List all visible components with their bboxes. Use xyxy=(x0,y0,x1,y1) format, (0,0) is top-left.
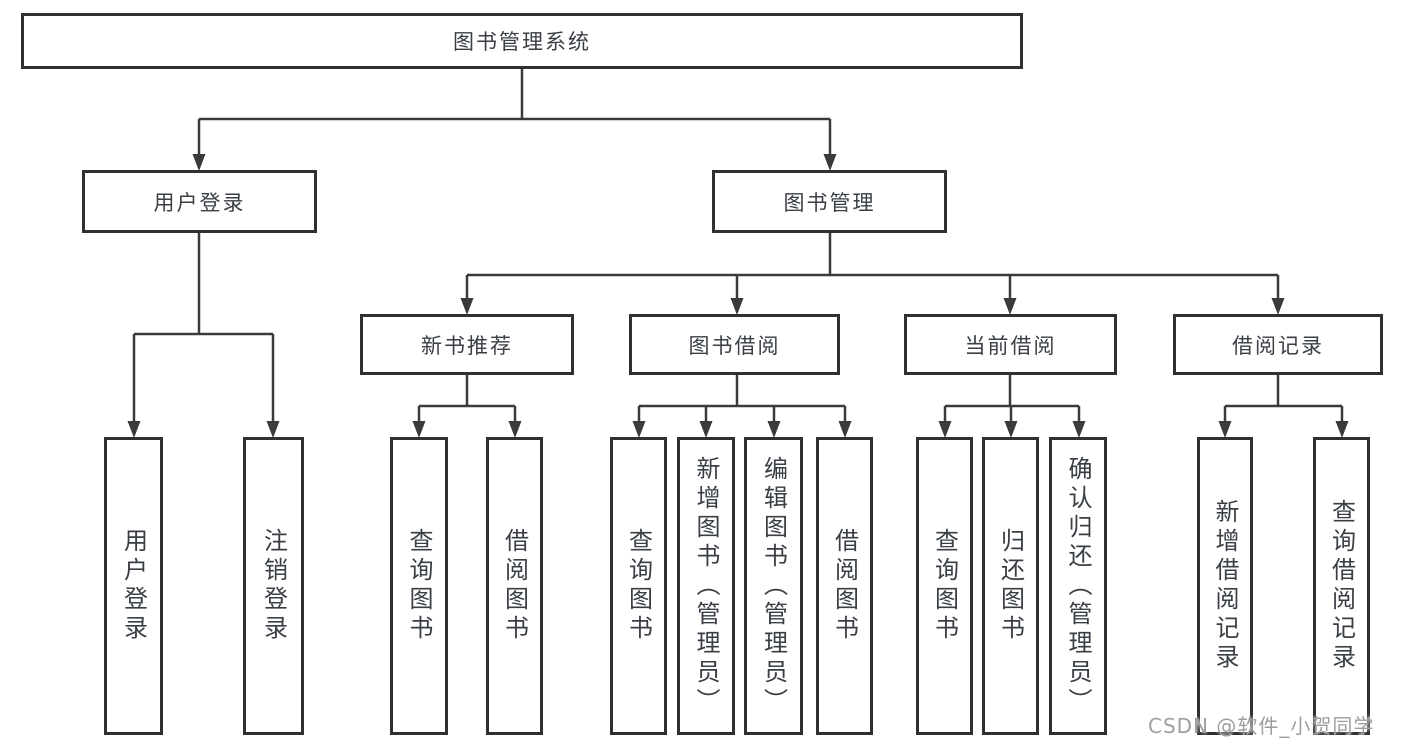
node-current-borrowing-label: 当前借阅 xyxy=(964,333,1057,358)
node-borrow-records: 借阅记录 xyxy=(1173,314,1383,375)
leaf-add-borrow-record: 新增借阅记录 xyxy=(1197,437,1253,735)
leaf-borrow-books-borrowing: 借阅图书 xyxy=(816,437,873,735)
node-root: 图书管理系统 xyxy=(21,13,1023,69)
node-book-borrowing-label: 图书借阅 xyxy=(688,333,781,358)
leaf-query-books-current-label: 查询图书 xyxy=(930,528,959,644)
leaf-query-books-recommend: 查询图书 xyxy=(390,437,448,735)
node-user-login-label: 用户登录 xyxy=(153,190,246,215)
leaf-add-book-admin: 新增图书（管理员） xyxy=(677,437,735,735)
leaf-query-books-recommend-label: 查询图书 xyxy=(405,528,433,644)
node-current-borrowing: 当前借阅 xyxy=(904,314,1117,375)
node-book-management: 图书管理 xyxy=(712,170,947,233)
leaf-query-books-borrowing: 查询图书 xyxy=(610,437,667,735)
leaf-add-borrow-record-label: 新增借阅记录 xyxy=(1211,499,1239,673)
leaf-borrow-books-recommend: 借阅图书 xyxy=(486,437,543,735)
leaf-query-borrow-record-label: 查询借阅记录 xyxy=(1327,499,1356,673)
node-root-label: 图书管理系统 xyxy=(453,30,591,54)
node-book-management-label: 图书管理 xyxy=(783,190,876,215)
leaf-confirm-return-admin: 确认归还（管理员） xyxy=(1049,437,1107,735)
leaf-borrow-books-borrowing-label: 借阅图书 xyxy=(830,528,859,644)
leaf-confirm-return-admin-label: 确认归还（管理员） xyxy=(1064,455,1092,717)
node-new-book-recommend-label: 新书推荐 xyxy=(421,333,513,358)
leaf-edit-book-admin-label: 编辑图书（管理员） xyxy=(759,455,788,717)
leaf-return-book-label: 归还图书 xyxy=(996,528,1025,644)
leaf-user-login-label: 用户登录 xyxy=(119,528,148,644)
leaf-borrow-books-recommend-label: 借阅图书 xyxy=(500,528,529,644)
leaf-logout-label: 注销登录 xyxy=(259,528,288,644)
node-user-login: 用户登录 xyxy=(82,170,317,233)
leaf-query-borrow-record: 查询借阅记录 xyxy=(1313,437,1370,735)
leaf-return-book: 归还图书 xyxy=(982,437,1039,735)
leaf-query-books-current: 查询图书 xyxy=(916,437,973,735)
node-book-borrowing: 图书借阅 xyxy=(629,314,840,375)
leaf-logout: 注销登录 xyxy=(243,437,304,735)
leaf-query-books-borrowing-label: 查询图书 xyxy=(624,528,653,644)
leaf-edit-book-admin: 编辑图书（管理员） xyxy=(744,437,803,735)
node-new-book-recommend: 新书推荐 xyxy=(360,314,574,375)
leaf-user-login: 用户登录 xyxy=(104,437,163,735)
node-borrow-records-label: 借阅记录 xyxy=(1232,333,1324,358)
watermark: CSDN @软件_小贺同学 xyxy=(1148,714,1375,738)
leaf-add-book-admin-label: 新增图书（管理员） xyxy=(692,455,720,717)
